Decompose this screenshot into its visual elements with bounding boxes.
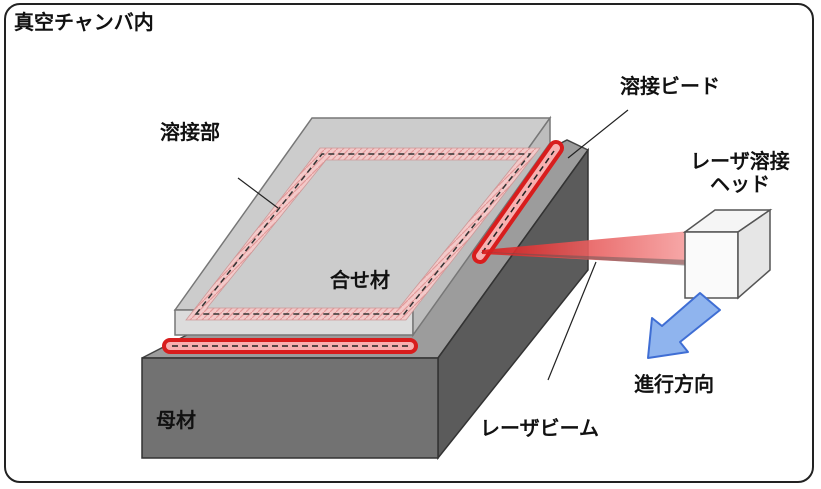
label-cover-material: 合せ材: [330, 268, 390, 292]
leader-weld-bead: [567, 109, 629, 159]
label-laser-head-line1: レーザ溶接: [690, 149, 790, 173]
label-laser-head: レーザ溶接 ヘッド: [680, 150, 800, 196]
laser-head-box: [682, 208, 773, 300]
weld-zone-dashed-line: [194, 153, 532, 315]
head-front-face: [684, 231, 739, 299]
base-front-face: [141, 357, 439, 459]
laser-beam-shadow: [482, 252, 690, 266]
laser-beam: [482, 231, 690, 265]
label-laser-beam: レーザビーム: [480, 416, 599, 440]
weld-bead-right: [472, 140, 564, 264]
chamber-label: 真空チャンバ内: [14, 10, 154, 34]
leader-weld-zone: [237, 177, 279, 209]
label-laser-head-line2: ヘッド: [710, 172, 770, 196]
label-weld-bead: 溶接ビード: [620, 74, 720, 98]
vacuum-chamber-frame: [4, 3, 814, 483]
label-base-material: 母材: [156, 408, 196, 432]
arrow-down-left-icon: [647, 292, 721, 359]
label-travel-direction: 進行方向: [634, 372, 714, 396]
head-side-face: [737, 208, 771, 300]
label-weld-zone: 溶接部: [160, 120, 220, 144]
leader-laser-beam: [547, 261, 597, 381]
